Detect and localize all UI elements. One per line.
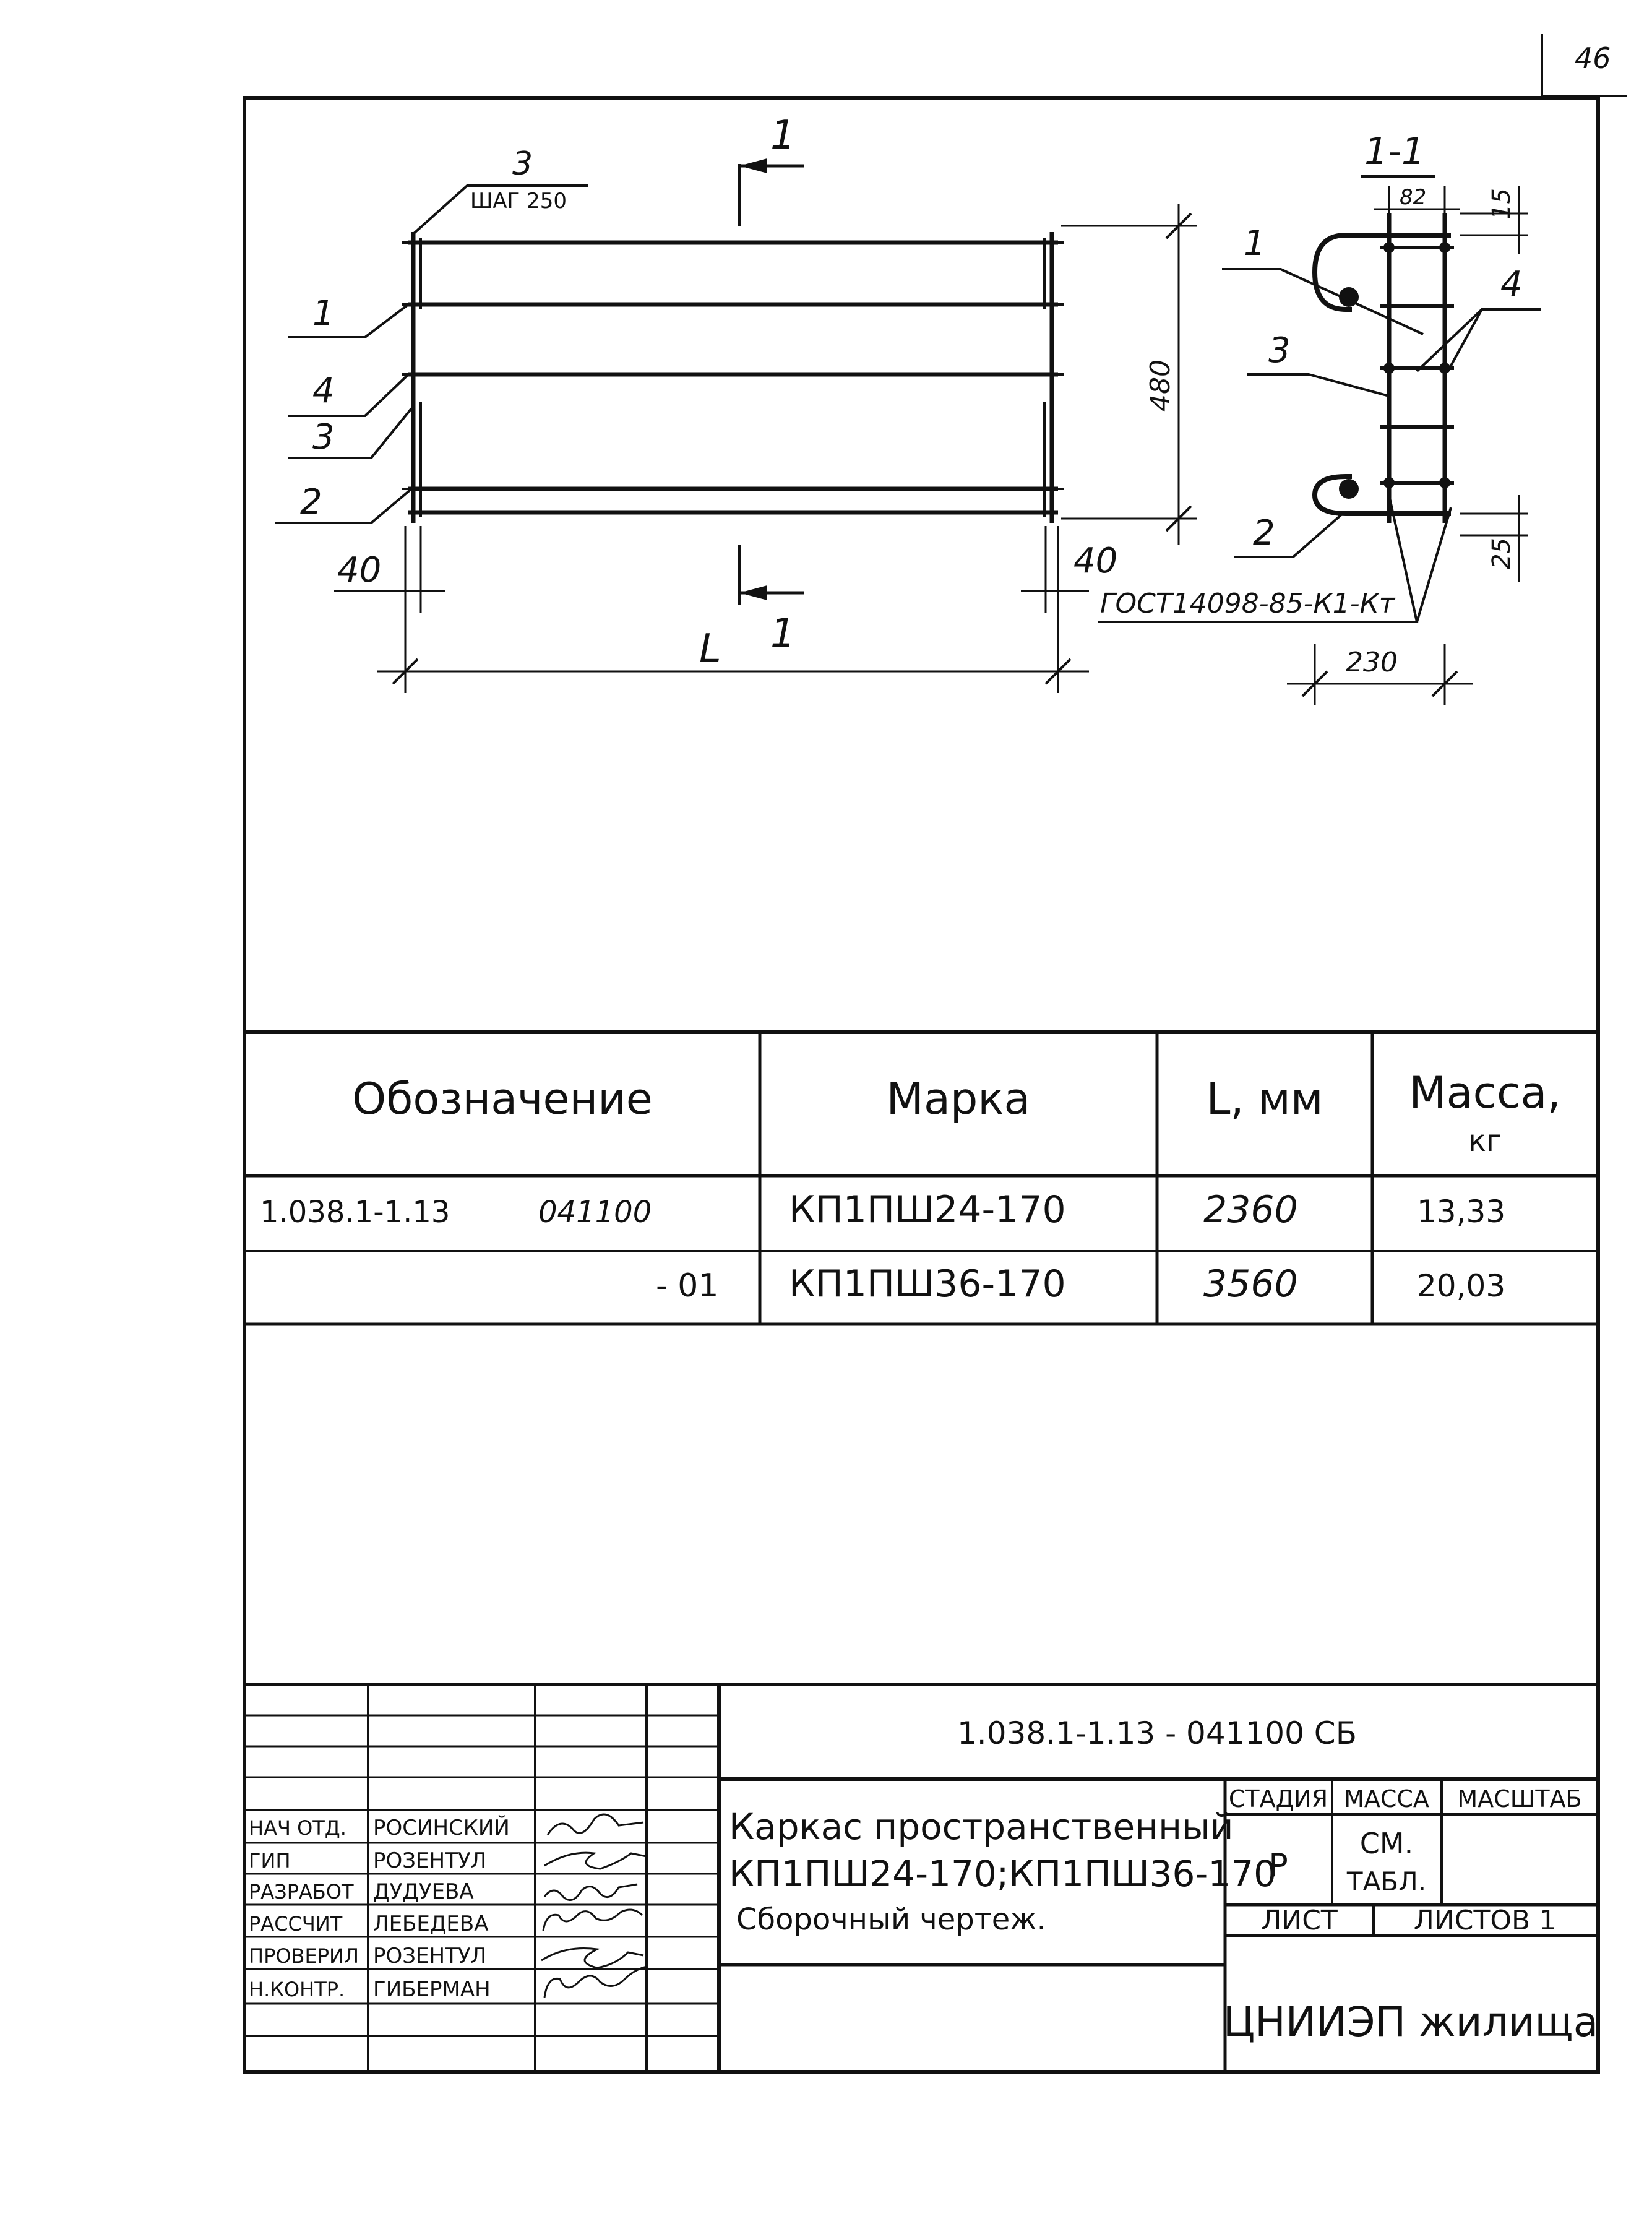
header-length: L, мм [1206, 1074, 1323, 1124]
row2-mass: 20,03 [1417, 1268, 1505, 1304]
sig-role: Н.КОНТР. [249, 1978, 345, 2001]
section-pos-3: 3 [1268, 330, 1291, 371]
dim-end-left: 40 [334, 526, 445, 613]
row1-code: 1.038.1-1.13 [260, 1195, 450, 1230]
section-mark-bottom-label: 1 [770, 611, 796, 657]
sig-role: НАЧ ОТД. [249, 1816, 346, 1840]
gost-label: ГОСТ14098-85-К1-Кт [1100, 588, 1396, 619]
main-pos-1: 1 [312, 293, 335, 334]
title-line-3: Сборочный чертеж. [736, 1902, 1046, 1937]
main-pos-4: 4 [312, 371, 335, 411]
signature-mark [541, 1947, 644, 1969]
dim-length: L [377, 613, 1089, 693]
main-view: 1 4 3 2 3 ШАГ 250 1 1 [275, 113, 1197, 693]
signature-mark [544, 1851, 647, 1870]
row2-mark: КП1ПШ36-170 [789, 1262, 1066, 1306]
col-scale: МАСШТАБ [1457, 1785, 1581, 1812]
stage-value: Р [1268, 1847, 1288, 1884]
sig-name: ДУДУЕВА [373, 1879, 474, 1904]
section-title: 1-1 [1364, 130, 1425, 173]
row2-suffix: - 01 [656, 1267, 718, 1304]
doc-code: 1.038.1-1.13 - 041100 СБ [957, 1715, 1357, 1751]
row2-length: 3560 [1203, 1262, 1298, 1306]
header-mass-unit: кг [1468, 1124, 1502, 1158]
mass-value-2: ТАБЛ. [1346, 1866, 1426, 1897]
sig-name: РОЗЕНТУЛ [373, 1944, 486, 1968]
section-mark-top: 1 [738, 113, 804, 226]
sig-role: ГИП [249, 1849, 291, 1873]
section-pos-2: 2 [1253, 513, 1275, 553]
main-pos-3: 3 [312, 417, 335, 457]
header-mass: Масса, [1409, 1067, 1560, 1118]
dim-end-right-label: 40 [1073, 541, 1117, 581]
section-pos-4: 4 [1500, 264, 1523, 304]
sheets-label: ЛИСТОВ 1 [1414, 1905, 1556, 1936]
dim-height-label: 480 [1145, 360, 1176, 412]
signature-row: РАССЧИТ ЛЕБЕДЕВА [249, 1908, 643, 1936]
dim-230: 230 [1346, 647, 1398, 678]
dim-end-right: 40 [1021, 526, 1117, 613]
signature-mark [542, 1908, 643, 1931]
col-mass: МАССА [1344, 1785, 1429, 1812]
section-pos-1: 1 [1244, 223, 1266, 264]
sig-role: ПРОВЕРИЛ [249, 1944, 359, 1968]
drawing-frame [243, 96, 1600, 2074]
dim-25: 25 [1487, 538, 1516, 569]
sig-role: РАЗРАБОТ [249, 1880, 354, 1903]
sheet-label: ЛИСТ [1261, 1905, 1338, 1936]
dim-end-left-label: 40 [337, 550, 381, 590]
dim-82: 82 [1400, 185, 1426, 210]
signature-row: НАЧ ОТД. РОСИНСКИЙ [249, 1813, 644, 1840]
header-mark: Марка [887, 1074, 1031, 1124]
row1-mass: 13,33 [1417, 1194, 1505, 1230]
row1-suffix: 041100 [538, 1195, 652, 1230]
signature-row: ГИП РОЗЕНТУЛ [249, 1848, 647, 1873]
pitch-label: ШАГ 250 [470, 189, 567, 213]
table-row: 1.038.1-1.13 041100 КП1ПШ24-170 2360 13,… [260, 1188, 1505, 1231]
section-view: 1-1 82 15 25 [1098, 130, 1541, 705]
signature-mark [546, 1813, 644, 1835]
row1-mark: КП1ПШ24-170 [789, 1188, 1066, 1231]
col-stage: СТАДИЯ [1229, 1785, 1328, 1812]
main-pos-3-top: 3 [512, 145, 533, 183]
org-name: ЦНИИЭП жилища [1223, 1998, 1598, 2046]
sig-name: ЛЕБЕДЕВА [373, 1912, 489, 1936]
signature-mark [543, 1883, 638, 1902]
sig-name: ГИБЕРМАН [373, 1977, 491, 2002]
table-row: - 01 КП1ПШ36-170 3560 20,03 [656, 1262, 1505, 1306]
main-pos-2: 2 [300, 482, 322, 522]
header-designation: Обозначение [352, 1074, 653, 1124]
sheet-number: 46 [1575, 41, 1611, 75]
sig-name: РОСИНСКИЙ [373, 1815, 510, 1840]
sig-name: РОЗЕНТУЛ [373, 1848, 486, 1873]
spec-table: Обозначение Марка L, мм Масса, кг 1.038.… [244, 1030, 1598, 1326]
title-block: НАЧ ОТД. РОСИНСКИЙ ГИП РОЗЕНТУЛ РАЗРАБОТ… [244, 1683, 1598, 2072]
signature-row: РАЗРАБОТ ДУДУЕВА [249, 1879, 638, 1904]
section-mark-bottom: 1 [738, 545, 804, 657]
dim-height: 480 [1061, 204, 1197, 545]
title-line-2: КП1ПШ24-170;КП1ПШ36-170 [729, 1853, 1276, 1895]
signature-row: Н.КОНТР. ГИБЕРМАН [249, 1965, 647, 2002]
title-line-1: Каркас пространственный [729, 1806, 1233, 1848]
dim-length-label: L [699, 626, 721, 672]
signature-mark [543, 1965, 647, 1998]
dim-15: 15 [1487, 188, 1516, 220]
sig-role: РАССЧИТ [249, 1912, 343, 1936]
mass-value-1: СМ. [1360, 1827, 1413, 1860]
section-mark-top-label: 1 [770, 113, 796, 158]
row1-length: 2360 [1203, 1188, 1298, 1231]
signature-row: ПРОВЕРИЛ РОЗЕНТУЛ [249, 1944, 644, 1969]
sheet-number-box: 46 [1541, 34, 1627, 99]
